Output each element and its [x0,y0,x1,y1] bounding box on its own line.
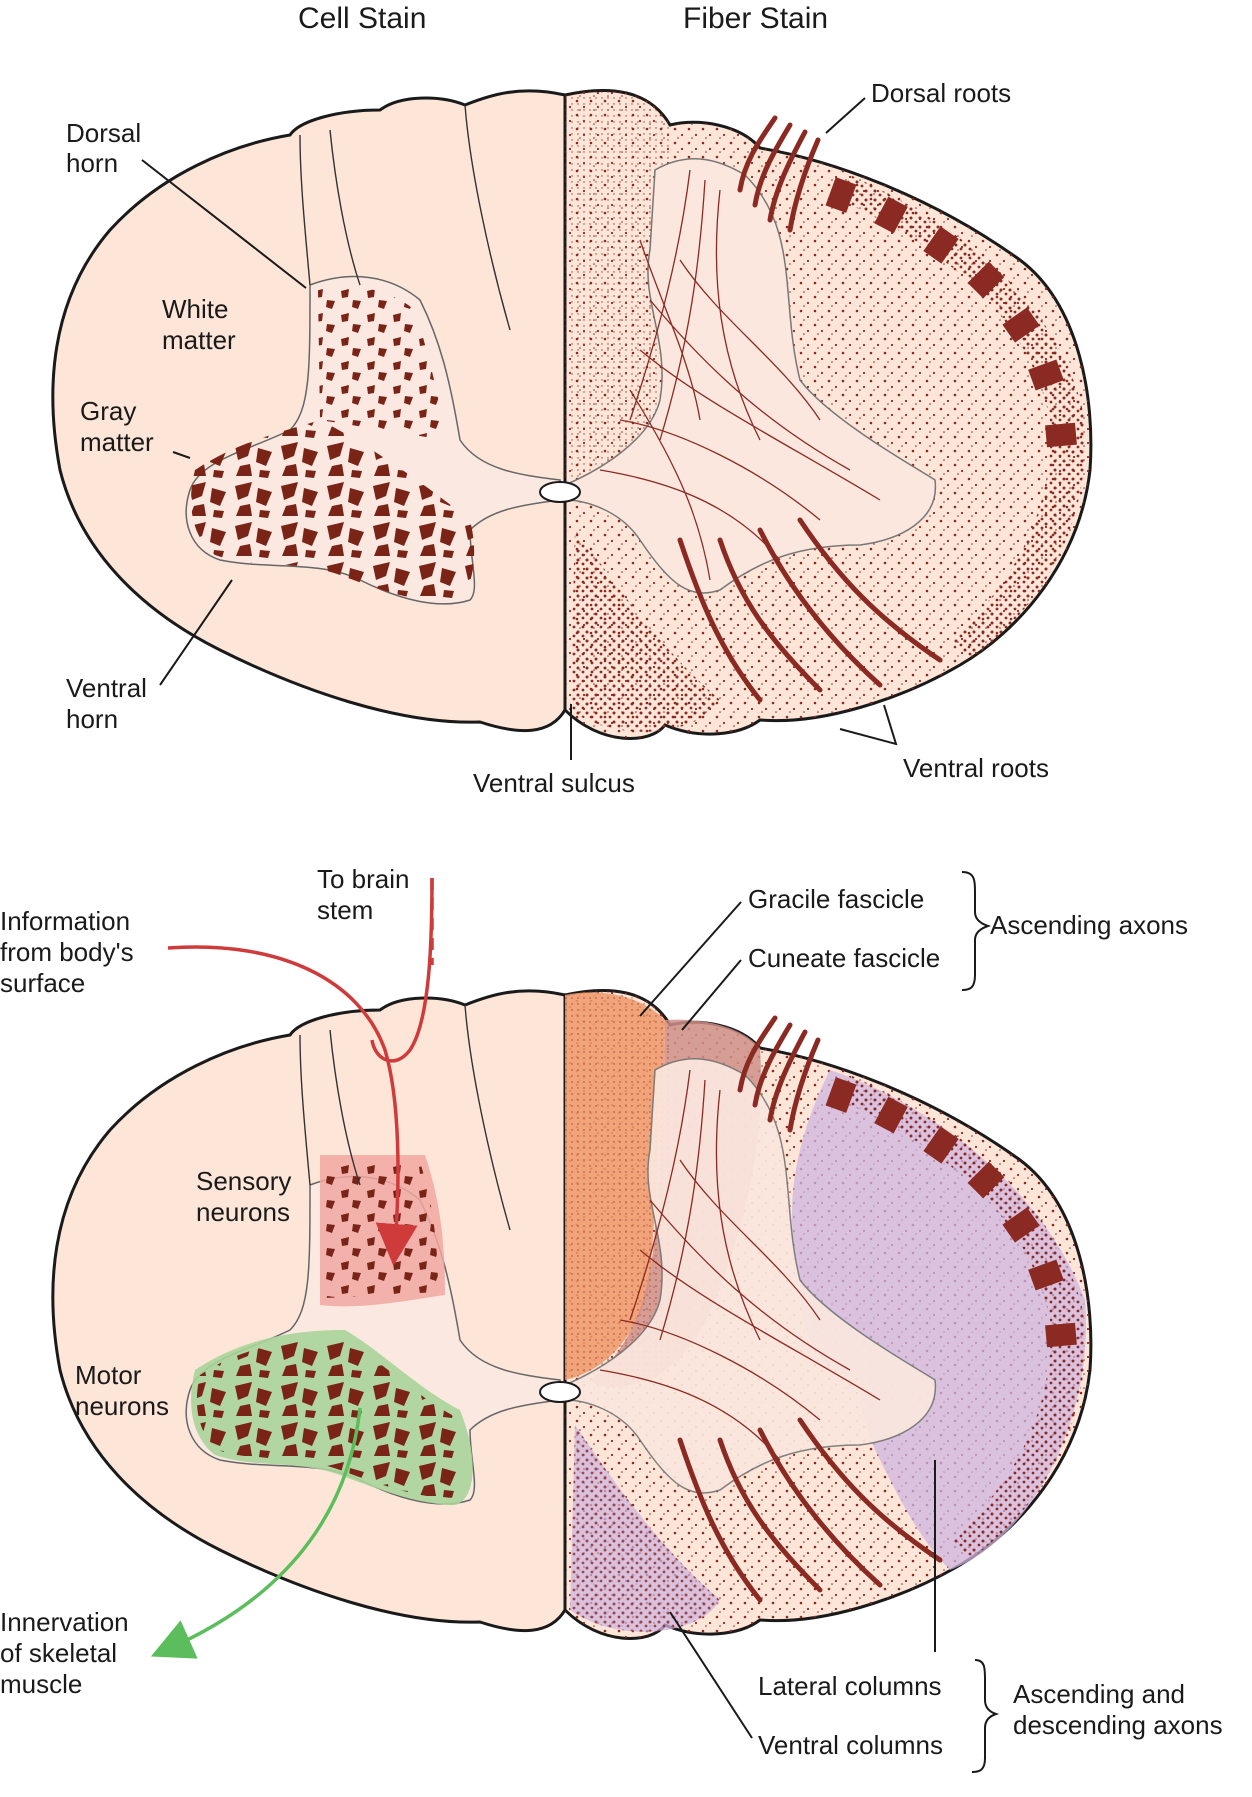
top-right-gray-matter [564,158,937,594]
ventral-sulcus-label: Ventral sulcus [473,768,635,798]
information-label-2: from body's [0,937,134,967]
to-brain-stem-label-2: stem [317,895,373,925]
ventral-roots-leader [839,704,898,746]
bottom-lateral-segments [825,1077,1077,1348]
to-brain-stem-label-1: To brain [317,864,410,894]
ascending-axons-label: Ascending axons [990,910,1188,940]
dorsal-roots-leader [825,97,866,134]
top-dorsal-roots [737,115,821,233]
top-left-dorsal-line-3 [464,104,511,331]
motor-neurons-cells [196,1338,465,1498]
dorsal-horn-leader [141,159,307,289]
sensory-neurons-label-1: Sensory [196,1166,291,1196]
innervation-label-2: of skeletal [0,1638,117,1668]
gracile-fascicle-label: Gracile fascicle [748,884,924,914]
ventral-horn-label-2: horn [66,704,118,734]
white-matter-label-1: White [162,294,228,324]
ventral-columns-leader [669,1611,753,1739]
bottom-lateral-edge-stain [840,1075,1086,1560]
sensory-input-arrow [167,945,418,1266]
ventral-columns-label: Ventral columns [758,1730,943,1760]
top-ventral-roots [677,517,943,703]
bottom-fiber-strands [599,1069,881,1461]
sensory-neurons-label-2: neurons [196,1197,290,1227]
header-fiber-stain: Fiber Stain [683,2,828,35]
top-lateral-edge-stain [840,175,1086,660]
ascending-descending-label-1: Ascending and [1013,1679,1185,1709]
ascending-descending-label-2: descending axons [1013,1710,1223,1740]
bottom-left-dorsal-line-2 [329,1029,361,1186]
information-label-1: Information [0,906,130,936]
top-ventral-stain [570,530,720,732]
bottom-dorsal-column-stain [565,990,670,1390]
gray-matter-label-1: Gray [80,396,136,426]
lateral-columns-label: Lateral columns [758,1671,942,1701]
top-cross-section [51,88,1093,741]
gracile-fascicle-leader [639,901,742,1017]
dorsal-roots-label: Dorsal roots [871,78,1011,108]
top-lateral-segments [825,177,1077,448]
ventral-horn-label-1: Ventral [66,673,147,703]
sensory-neurons-cells [325,1162,438,1298]
top-central-canal [539,481,581,503]
bottom-left-dorsal-line-1 [299,1034,311,1186]
ventral-roots-label: Ventral roots [903,753,1049,783]
motor-neurons-label-2: neurons [75,1391,169,1421]
bottom-central-canal [539,1381,581,1403]
innervation-label-1: Innervation [0,1607,129,1637]
innervation-label-3: muscle [0,1669,82,1699]
ascending-descending-brace [971,1659,1000,1773]
top-ventral-horn-cells [191,420,475,601]
top-dorsal-column-stain [565,90,670,490]
bottom-ventral-roots [677,1417,943,1603]
cuneate-fascicle-label: Cuneate fascicle [748,943,940,973]
ascending-axons-brace [961,871,992,991]
ventral-columns-stain [570,1425,720,1632]
cuneate-fascicle-leader [681,959,742,1031]
header-cell-stain: Cell Stain [298,2,426,35]
top-fiber-strands [599,169,881,581]
motor-neurons-label-1: Motor [75,1360,142,1390]
dorsal-horn-label-2: horn [66,148,118,178]
white-matter-label-2: matter [162,325,236,355]
gray-matter-leader [172,451,191,459]
dorsal-horn-label-1: Dorsal [66,118,141,148]
ventral-horn-leader [159,579,233,686]
top-left-dorsal-line-2 [329,129,361,286]
gray-matter-label-2: matter [80,427,154,457]
bottom-left-dorsal-line-3 [464,1004,511,1231]
bottom-right-gray-matter [564,1058,937,1494]
information-label-3: surface [0,968,85,998]
bottom-dorsal-roots [737,1015,821,1133]
top-dorsal-horn-cells [318,286,445,440]
top-left-dorsal-line-1 [299,134,311,286]
motor-output-arrow [150,1407,362,1659]
